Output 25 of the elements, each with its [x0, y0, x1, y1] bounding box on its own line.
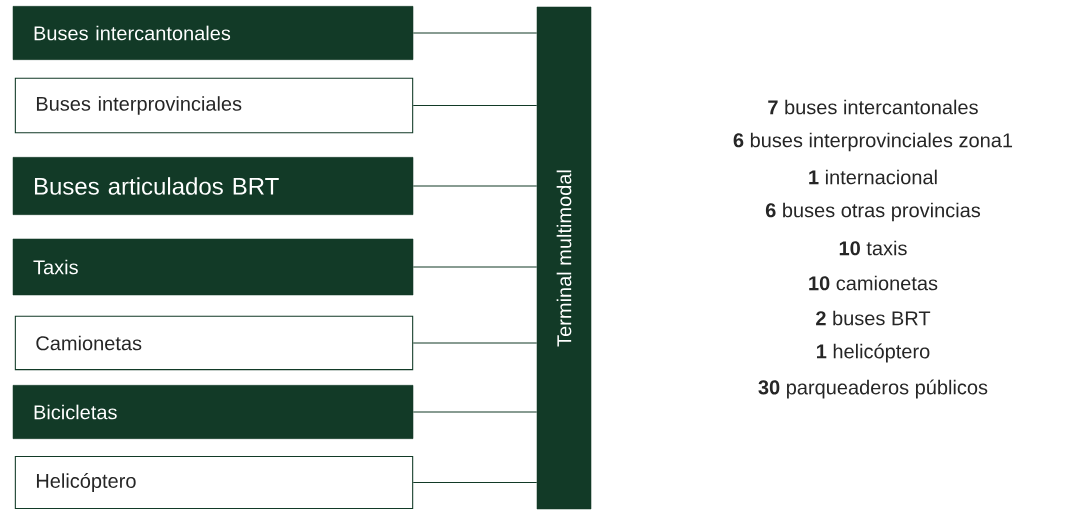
count-line: 2 buses BRT [816, 310, 931, 326]
category-box: Taxis [12, 238, 414, 296]
connector-line [412, 481, 538, 484]
count-line: 6 buses otras provincias [765, 202, 981, 222]
connector-line [412, 266, 538, 268]
category-box: Bicicletas [12, 385, 414, 439]
count-line: 10 taxis [839, 240, 907, 256]
count-line: 6 buses interprovinciales zona1 [733, 132, 1013, 152]
category-box: Buses intercantonales [12, 6, 414, 60]
connector-line [412, 411, 538, 413]
count-line: 30 parqueaderos públicos [758, 379, 988, 399]
connector-line [412, 32, 538, 34]
category-box: Buses interprovinciales [14, 77, 414, 134]
count-line: 7 buses intercantonales [768, 99, 978, 115]
connector-line [412, 342, 538, 344]
connector-line [412, 185, 538, 187]
bar-label: Terminal multimodal [556, 170, 572, 347]
category-box: Buses articulados BRT [12, 157, 414, 215]
category-box: Camionetas [14, 315, 414, 371]
count-line: 10 camionetas [809, 275, 938, 291]
terminal-bar [536, 6, 592, 510]
connector-line [412, 104, 538, 107]
count-line: 1 helicóptero [817, 343, 930, 363]
category-box: Helicóptero [14, 455, 414, 510]
count-line: 1 internacional [809, 169, 937, 185]
